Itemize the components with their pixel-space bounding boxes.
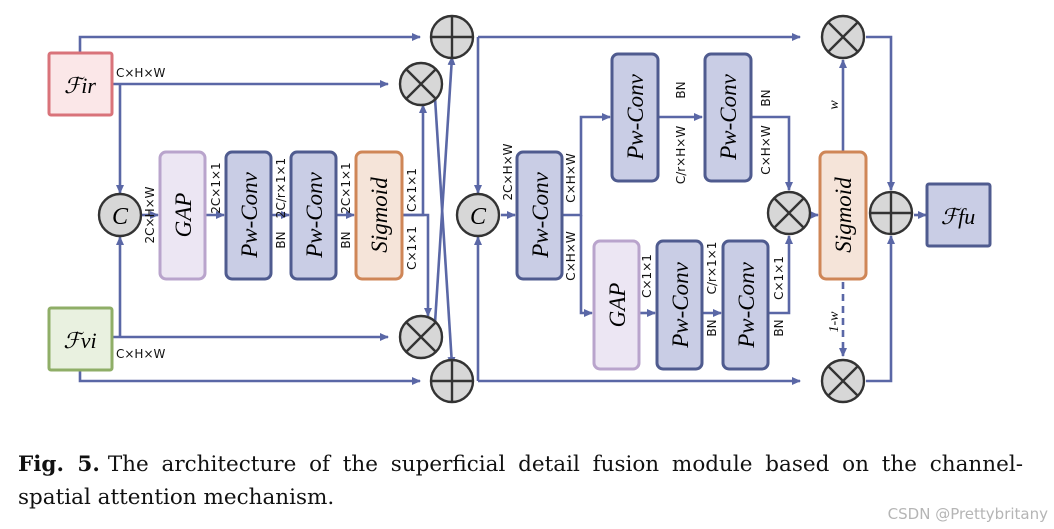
pwconv-box-5: Pw-Conv [703,52,753,183]
multiply-top-left [398,61,444,107]
gap-label-2: GAP [605,283,630,328]
gap-box-2: GAP [592,239,641,371]
fusion-module-diagram: ℱir ℱvi ℱfu C C GAP Pw-Conv Pw-Conv Sigm… [47,14,992,404]
dim-bn-3: BN [674,81,688,98]
pwconv-label-6: Pw-Conv [668,261,693,348]
add-bottom [429,358,475,404]
weight-1-minus-w-label: 1-w [827,311,842,333]
figure-label: Fig. 5. [18,452,100,477]
dim-c11-gap: C×1×1 [640,254,654,298]
dim-2cr11: 2C/r×1×1 [274,158,288,218]
pwconv-box-1: Pw-Conv [224,150,273,281]
multiply-middle-right [766,190,812,236]
dim-cr11: C/r×1×1 [705,242,719,295]
dim-crhw: C/r×H×W [674,126,688,184]
ir-input-box: ℱir [47,51,114,117]
pwconv-label-4: Pw-Conv [623,73,648,160]
pwconv-box-6: Pw-Conv [655,239,704,371]
pwconv-label-5: Pw-Conv [716,73,741,160]
concat-left: C [97,192,143,238]
add-final [868,190,914,236]
add-top [429,14,475,60]
concat-right: C [455,192,501,238]
multiply-bottom-left [398,314,444,360]
sigmoid-label-2: Sigmoid [831,177,856,253]
pwconv-box-3: Pw-Conv [515,150,564,281]
pwconv-label-3: Pw-Conv [528,171,553,258]
pwconv-box-2: Pw-Conv [289,150,338,281]
connector-lines [78,33,927,385]
watermark: CSDN @Prettybritany [887,505,1048,523]
dim-chw-down: C×H×W [564,231,578,281]
dim-c11-lower: C×1×1 [772,256,786,300]
weight-w-label: w [827,100,842,110]
fu-output-box: ℱfu [925,182,992,248]
concat-right-label: C [470,204,487,230]
multiply-top-right [820,14,866,60]
dim-bn-5: BN [705,319,719,336]
dim-c11-up: C×1×1 [405,168,419,212]
sigmoid-box-1: Sigmoid [354,150,404,281]
multiply-bottom-right [820,358,866,404]
dim-2chw-1: 2C×H×W [143,186,157,243]
gap-box-1: GAP [158,150,207,281]
ir-input-label: ℱir [64,73,96,98]
vi-input-box: ℱvi [47,306,114,372]
gap-label-1: GAP [171,193,196,238]
vi-input-label: ℱvi [63,328,96,353]
dim-bn-2: BN [339,231,353,248]
figure-caption-text: The architecture of the superficial deta… [18,452,1023,510]
dim-2chw-2: 2C×H×W [501,143,515,200]
pwconv-label-2: Pw-Conv [302,171,327,258]
dim-bn-4: BN [759,89,773,106]
fu-output-label: ℱfu [941,204,975,229]
figure-caption: Fig. 5.The architecture of the superfici… [18,448,1023,514]
sigmoid-box-2: Sigmoid [818,150,868,281]
concat-left-label: C [112,204,129,230]
dim-chw-up: C×H×W [564,153,578,203]
dim-chw-upper: C×H×W [759,125,773,175]
dim-2c11-2: 2C×1×1 [339,162,353,213]
dim-ir-chw: C×H×W [116,66,166,80]
dim-bn-1: BN [274,231,288,248]
dim-vi-chw: C×H×W [116,347,166,361]
pwconv-label-1: Pw-Conv [237,171,262,258]
dim-c11-down: C×1×1 [405,226,419,270]
pwconv-box-7: Pw-Conv [721,239,770,371]
dim-2c11-1: 2C×1×1 [209,162,223,213]
sigmoid-label-1: Sigmoid [367,177,392,253]
dim-bn-6: BN [772,319,786,336]
pwconv-label-7: Pw-Conv [734,261,759,348]
pwconv-box-4: Pw-Conv [610,52,660,183]
